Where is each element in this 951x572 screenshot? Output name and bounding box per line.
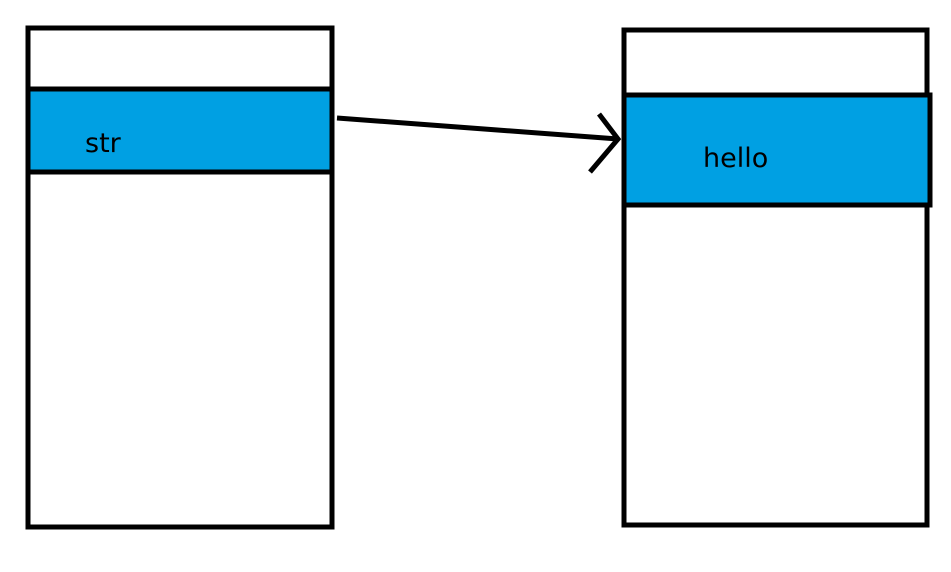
reference-arrow-head-icon — [588, 112, 622, 174]
right-box-cell-label: hello — [703, 143, 768, 174]
left-box-highlighted-cell[interactable] — [25, 86, 335, 175]
reference-arrow-shaft[interactable] — [336, 115, 619, 142]
left-box-cell-label: str — [85, 128, 122, 159]
reference-arrow-group[interactable] — [336, 112, 622, 174]
right-box-group[interactable]: hello — [621, 27, 933, 528]
left-box-group[interactable]: str — [25, 25, 335, 530]
right-box-highlighted-cell[interactable] — [621, 92, 933, 208]
